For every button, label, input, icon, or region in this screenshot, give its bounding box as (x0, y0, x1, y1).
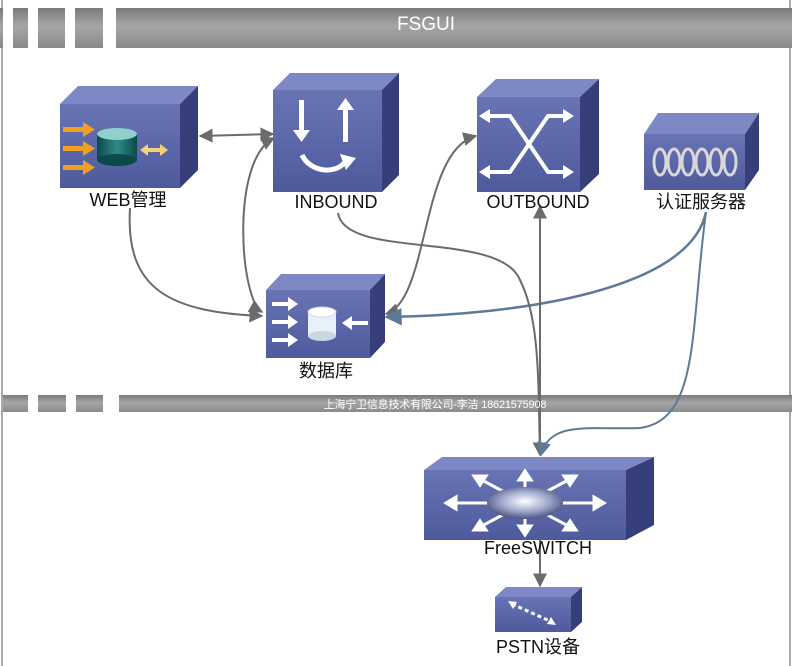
node-database[interactable] (266, 274, 385, 358)
node-pstn-label: PSTN设备 (495, 637, 580, 657)
node-inbound[interactable] (273, 73, 399, 192)
node-pstn[interactable] (495, 587, 582, 632)
separator-bar (3, 395, 792, 412)
connector-auth-freeswitch (537, 211, 707, 457)
database-cylinder-icon (97, 128, 137, 166)
connectors (128, 127, 708, 588)
node-web-label: WEB管理 (89, 190, 167, 210)
node-inbound-label: INBOUND (294, 192, 378, 212)
node-auth-label: 认证服务器 (656, 192, 746, 212)
inbound-arrows-icon (293, 98, 356, 173)
connector-web-inbound (198, 127, 275, 143)
node-database-label: 数据库 (299, 361, 353, 381)
coil-icon (652, 147, 738, 177)
separator-text: 上海宁卫信息技术有限公司-李洁 18621575908 (323, 399, 547, 411)
connector-auth-database (384, 211, 708, 326)
node-outbound[interactable] (477, 79, 599, 192)
database-import-icon (272, 297, 368, 347)
switch-star-icon (443, 468, 607, 538)
connector-inbound-database (242, 137, 276, 313)
frame-right-line (789, 0, 791, 666)
dashed-link-icon (508, 601, 556, 625)
node-web[interactable] (60, 86, 198, 188)
double-arrow-icon (140, 144, 168, 156)
node-freeswitch-label: FreeSWITCH (484, 538, 592, 558)
orange-arrows-icon (63, 122, 95, 175)
node-auth-server[interactable] (644, 113, 759, 190)
page-title: FSGUI (396, 14, 456, 35)
frame-left-line (1, 0, 3, 666)
node-outbound-label: OUTBOUND (486, 192, 590, 212)
connector-outbound-database (384, 132, 478, 317)
crossing-arrows-icon (488, 114, 565, 174)
node-freeswitch[interactable] (424, 457, 654, 540)
title-bar (0, 8, 792, 48)
connector-web-database (128, 207, 264, 323)
crossing-arrowheads-icon (479, 109, 574, 179)
